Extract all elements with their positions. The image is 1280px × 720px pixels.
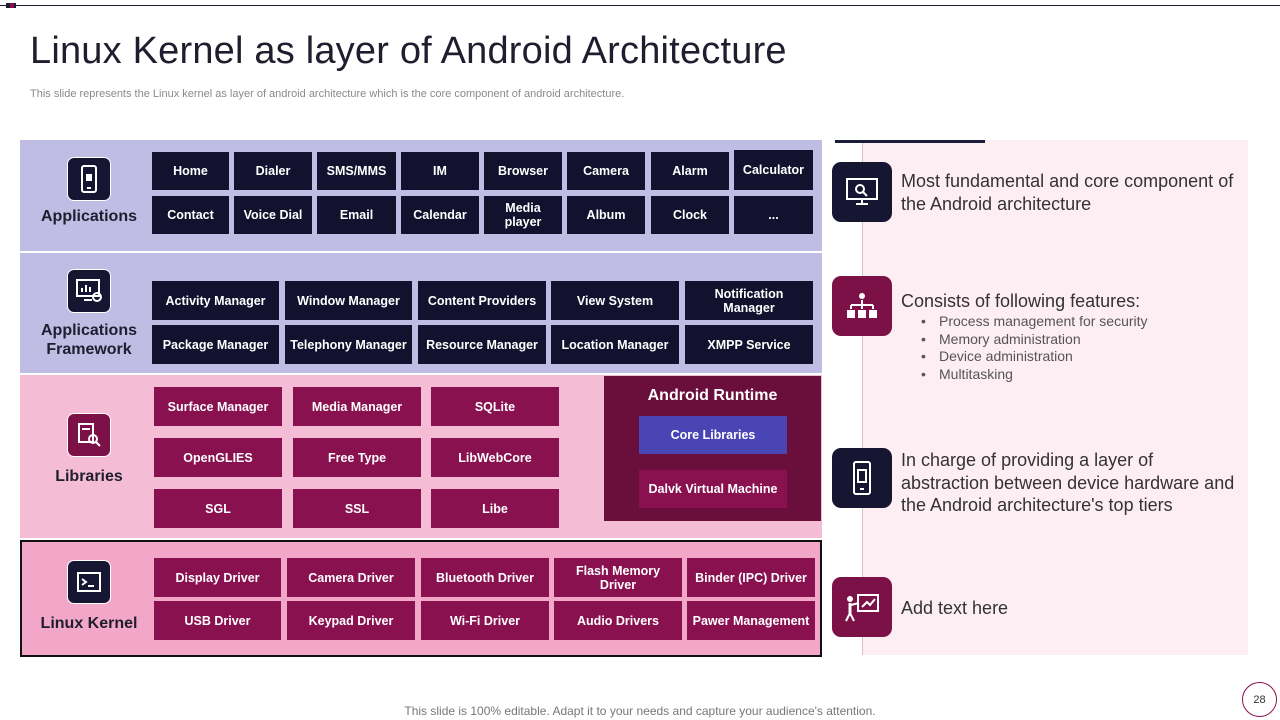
feature-2-text: Consists of following features: bbox=[901, 291, 1141, 311]
app-dialer: Dialer bbox=[234, 152, 312, 190]
lib-libe: Libe bbox=[431, 489, 559, 528]
drv-flash-memory: Flash Memory Driver bbox=[554, 558, 682, 597]
lib-surface-manager: Surface Manager bbox=[154, 387, 282, 426]
framework-label-line2: Framework bbox=[46, 341, 132, 358]
phone-icon bbox=[67, 157, 111, 201]
drv-display: Display Driver bbox=[154, 558, 281, 597]
features-panel bbox=[862, 140, 1248, 655]
drv-binder: Binder (IPC) Driver bbox=[687, 558, 815, 597]
computer-screen-icon bbox=[832, 162, 892, 222]
app-home: Home bbox=[152, 152, 229, 190]
app-browser: Browser bbox=[484, 152, 562, 190]
fw-content-providers: Content Providers bbox=[418, 281, 546, 320]
lib-free-type: Free Type bbox=[293, 438, 421, 477]
drv-audio: Audio Drivers bbox=[554, 601, 682, 640]
lib-sqlite: SQLite bbox=[431, 387, 559, 426]
feature-4-text: Add text here bbox=[901, 598, 1009, 618]
fw-xmpp-service: XMPP Service bbox=[685, 325, 813, 364]
drv-camera: Camera Driver bbox=[287, 558, 415, 597]
feature-2-bullets: Process management for security Memory a… bbox=[921, 313, 1148, 383]
app-calendar: Calendar bbox=[401, 196, 479, 234]
presenter-icon bbox=[832, 577, 892, 637]
drv-keypad: Keypad Driver bbox=[287, 601, 415, 640]
app-album: Album bbox=[567, 196, 645, 234]
org-chart-icon bbox=[832, 276, 892, 336]
terminal-icon bbox=[67, 560, 111, 604]
panel-divider bbox=[862, 140, 863, 655]
mobile-device-icon bbox=[832, 448, 892, 508]
core-libraries: Core Libraries bbox=[639, 416, 787, 454]
app-contact: Contact bbox=[152, 196, 229, 234]
kernel-label: Linux Kernel bbox=[40, 615, 138, 632]
app-alarm: Alarm bbox=[651, 152, 729, 190]
feature-1-text: Most fundamental and core component of t… bbox=[901, 171, 1234, 214]
app-clock: Clock bbox=[651, 196, 729, 234]
fw-location-manager: Location Manager bbox=[551, 325, 679, 364]
lib-libwebcore: LibWebCore bbox=[431, 438, 559, 477]
fw-view-system: View System bbox=[551, 281, 679, 320]
app-calculator: Calculator bbox=[734, 150, 813, 190]
dalvik-vm: Dalvk Virtual Machine bbox=[639, 470, 787, 508]
page-title: Linux Kernel as layer of Android Archite… bbox=[30, 30, 787, 72]
feature-3-text: In charge of providing a layer of abstra… bbox=[901, 450, 1235, 515]
lib-media-manager: Media Manager bbox=[293, 387, 421, 426]
bullet-item: Memory administration bbox=[921, 331, 1148, 349]
app-media-player: Media player bbox=[484, 196, 562, 234]
app-more: ... bbox=[734, 196, 813, 234]
bullet-item: Process management for security bbox=[921, 313, 1148, 331]
runtime-title: Android Runtime bbox=[647, 387, 778, 404]
framework-label: Applications Framework bbox=[26, 321, 152, 359]
top-rule bbox=[0, 5, 1280, 6]
fw-activity-manager: Activity Manager bbox=[152, 281, 279, 320]
fw-window-manager: Window Manager bbox=[285, 281, 412, 320]
document-search-icon bbox=[67, 413, 111, 457]
fw-notification-manager: Notification Manager bbox=[685, 281, 813, 320]
bullet-item: Multitasking bbox=[921, 366, 1148, 384]
fw-telephony-manager: Telephony Manager bbox=[285, 325, 412, 364]
lib-ssl: SSL bbox=[293, 489, 421, 528]
drv-bluetooth: Bluetooth Driver bbox=[421, 558, 549, 597]
fw-package-manager: Package Manager bbox=[152, 325, 279, 364]
page-subtitle: This slide represents the Linux kernel a… bbox=[30, 88, 625, 100]
framework-label-line1: Applications bbox=[40, 322, 137, 339]
corner-mark-accent bbox=[10, 3, 14, 8]
fw-resource-manager: Resource Manager bbox=[418, 325, 546, 364]
page-number: 28 bbox=[1242, 682, 1277, 717]
libraries-label: Libraries bbox=[55, 468, 123, 485]
app-camera: Camera bbox=[567, 152, 645, 190]
lib-sgl: SGL bbox=[154, 489, 282, 528]
app-sms-mms: SMS/MMS bbox=[317, 152, 396, 190]
bullet-item: Device administration bbox=[921, 348, 1148, 366]
applications-label: Applications bbox=[40, 208, 137, 225]
drv-usb: USB Driver bbox=[154, 601, 281, 640]
monitor-chart-icon bbox=[67, 269, 111, 313]
panel-top-bar bbox=[835, 140, 985, 143]
drv-power-management: Pawer Management bbox=[687, 601, 815, 640]
app-voice-dial: Voice Dial bbox=[234, 196, 312, 234]
app-im: IM bbox=[401, 152, 479, 190]
app-email: Email bbox=[317, 196, 396, 234]
lib-opengl: OpenGLIES bbox=[154, 438, 282, 477]
drv-wifi: Wi-Fi Driver bbox=[421, 601, 549, 640]
footer-note: This slide is 100% editable. Adapt it to… bbox=[404, 704, 876, 718]
android-runtime: Android Runtime Core Libraries Dalvk Vir… bbox=[604, 376, 821, 521]
